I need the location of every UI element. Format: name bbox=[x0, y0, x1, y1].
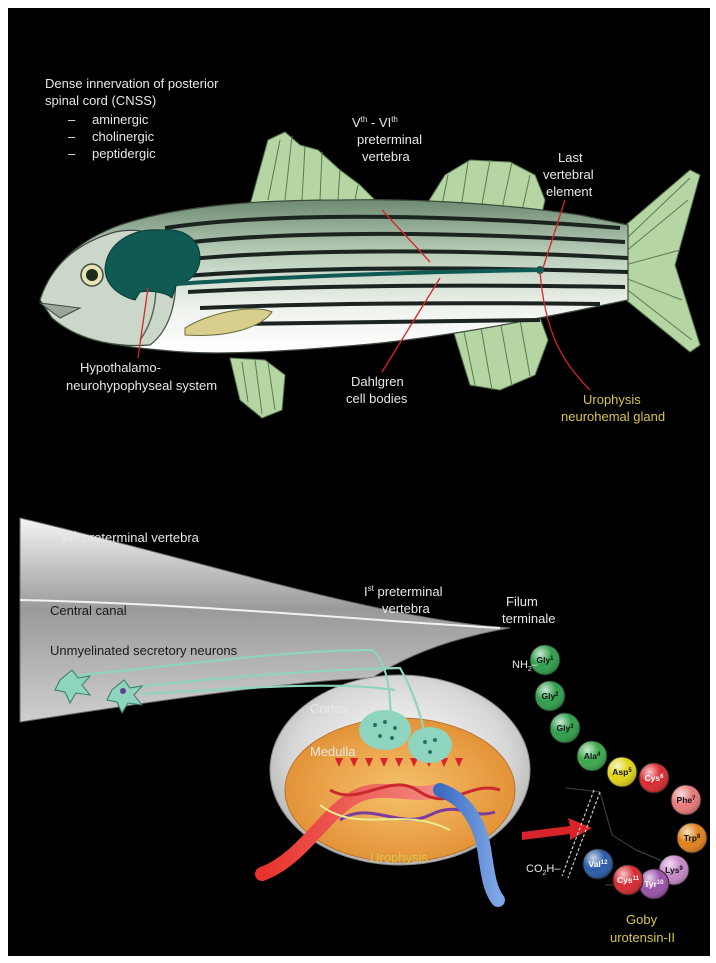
cnss-line-1: Dense innervation of posterior bbox=[45, 76, 219, 91]
filum-line1: Filum bbox=[506, 594, 538, 609]
residue-tyr-10: Tyr10 bbox=[639, 869, 669, 899]
peptide-name-line1: Goby bbox=[626, 912, 658, 927]
hypothalamo-line1: Hypothalamo- bbox=[80, 360, 161, 375]
axon-terminal-left bbox=[359, 710, 411, 750]
residue-trp-8: Trp8 bbox=[677, 823, 707, 853]
cnss-item-peptidergic: peptidergic bbox=[92, 146, 156, 161]
cnss-bullet-3: – bbox=[68, 146, 76, 161]
cnss-item-aminergic: aminergic bbox=[92, 112, 149, 127]
i-vertebra-label-line2: vertebra bbox=[382, 601, 430, 616]
cnss-label: Dense innervation of posterior spinal co… bbox=[45, 76, 219, 161]
peptide-chain: Gly1Gly2Gly3Ala4Asp5Cys6Phe7Trp8Lys9Tyr1… bbox=[530, 645, 707, 899]
residue-cys-6: Cys6 bbox=[639, 763, 669, 793]
urophysis-gland-line2: neurohemal gland bbox=[561, 409, 665, 424]
last-vertebral-line2: vertebral bbox=[543, 167, 594, 182]
vertebra-label-line2: preterminal bbox=[357, 132, 422, 147]
urophysis-illustration bbox=[20, 518, 592, 900]
residue-gly-3: Gly3 bbox=[550, 713, 580, 743]
pelvic-fin bbox=[230, 358, 285, 418]
i-vertebra-label-line1: Ist preterminal bbox=[364, 584, 443, 599]
residue-val-12: Val12 bbox=[583, 849, 613, 879]
central-canal-label: Central canal bbox=[50, 603, 127, 618]
co2h-label: CO2H– bbox=[526, 863, 561, 877]
nh2-label: NH2– bbox=[512, 659, 539, 673]
cnss-line-2: spinal cord (CNSS) bbox=[45, 93, 156, 108]
release-sites bbox=[335, 758, 463, 767]
caudal-fin bbox=[620, 170, 700, 352]
urophysis-gland-line1: Urophysis bbox=[583, 392, 641, 407]
axon-terminal-right bbox=[408, 727, 452, 763]
cnss-item-cholinergic: cholinergic bbox=[92, 129, 155, 144]
last-vertebral-line3: element bbox=[546, 184, 593, 199]
last-vertebral-line1: Last bbox=[558, 150, 583, 165]
medulla-label: Medulla bbox=[310, 744, 356, 759]
residue-cys-11: Cys11 bbox=[613, 865, 643, 895]
vertebra-label-line3: vertebra bbox=[362, 149, 410, 164]
residue-gly-2: Gly2 bbox=[535, 681, 565, 711]
residue-ala-4: Ala4 bbox=[577, 741, 607, 771]
cortex-label: Cortex bbox=[310, 701, 349, 716]
unmyelinated-label: Unmyelinated secretory neurons bbox=[50, 643, 238, 658]
residue-phe-7: Phe7 bbox=[671, 785, 701, 815]
residue-asp-5: Asp5 bbox=[607, 757, 637, 787]
peptide-name-line2: urotensin-II bbox=[610, 930, 675, 945]
flow-arrow bbox=[522, 818, 592, 840]
urophysis-label: Urophysis bbox=[370, 850, 428, 865]
cnss-bullet-2: – bbox=[68, 129, 76, 144]
hypothalamo-line2: neurohypophyseal system bbox=[66, 378, 217, 393]
dahlgren-line2: cell bodies bbox=[346, 391, 408, 406]
cnss-bullet-1: – bbox=[68, 112, 76, 127]
dahlgren-line1: Dahlgren bbox=[351, 374, 404, 389]
vertebra-label-line1: Vth - VIth bbox=[352, 115, 398, 130]
filum-line2: terminale bbox=[502, 611, 555, 626]
vi-vertebra-label: VIth preterminal vertebra bbox=[60, 530, 200, 545]
